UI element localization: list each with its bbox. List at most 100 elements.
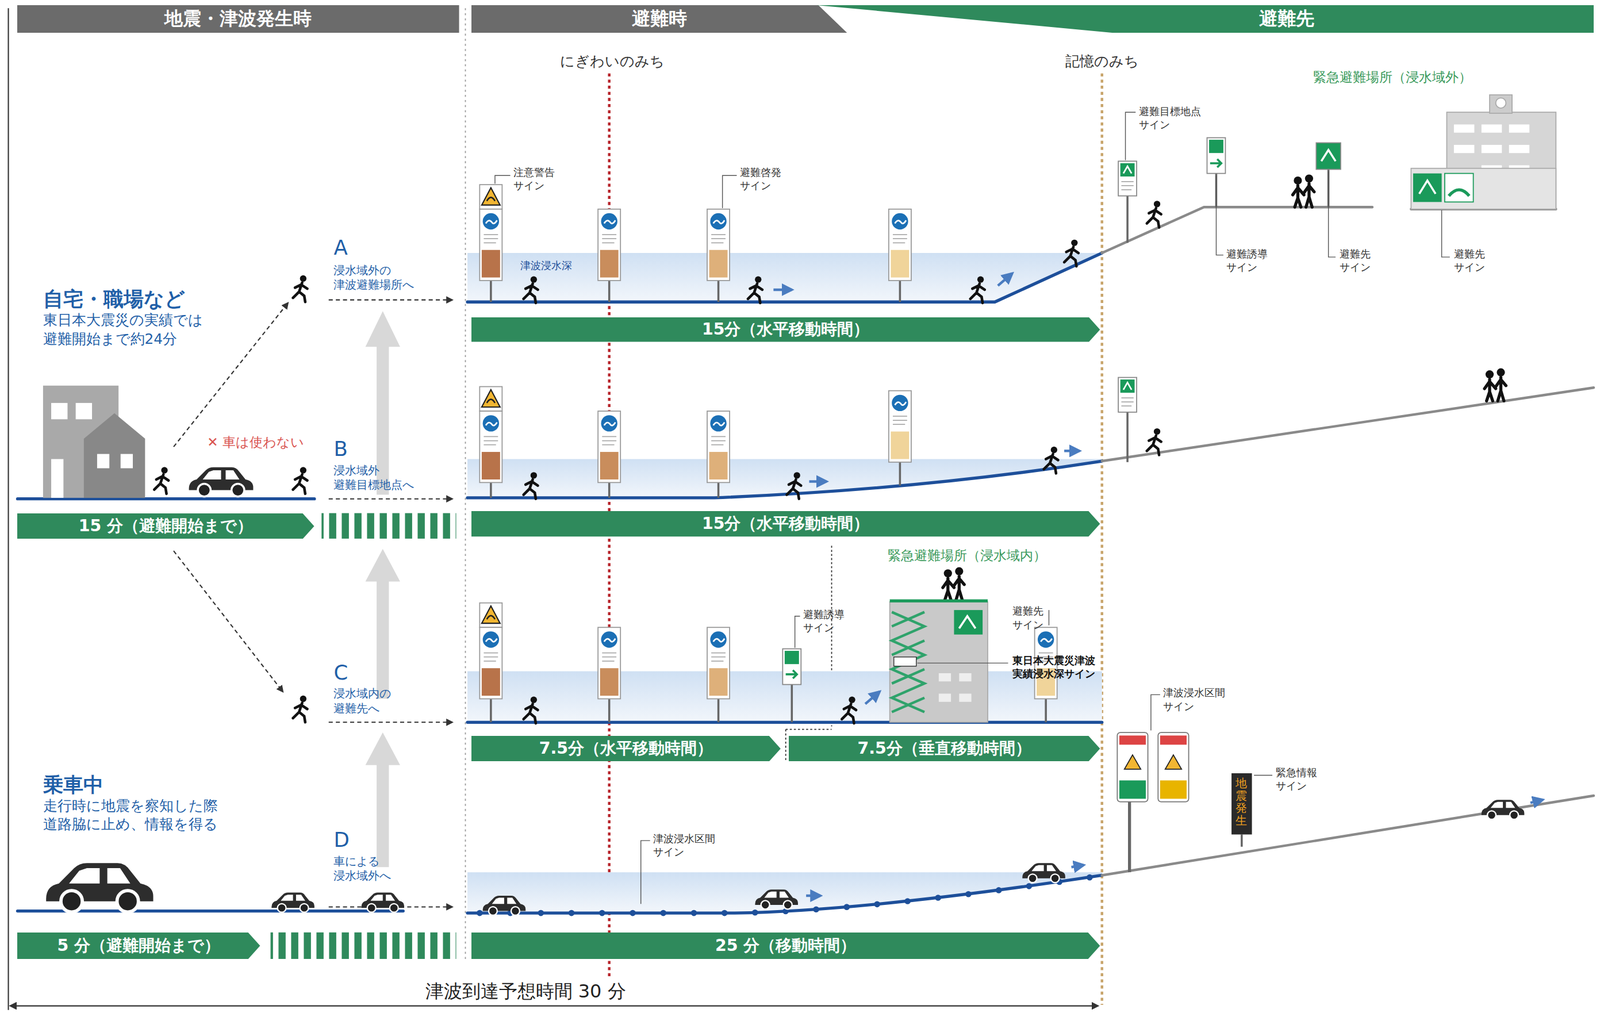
signs-part (1315, 142, 1341, 170)
label: 避難先 サイン (1453, 247, 1486, 275)
shelter-outside-part (1413, 173, 1442, 203)
people-and-cars-part (1146, 428, 1162, 455)
people-and-cars-part (293, 695, 308, 723)
band-text: 5 分（避難開始まで） (57, 934, 221, 957)
band-text: 25 分（移動時間） (715, 934, 857, 957)
motion-arrows-part (865, 691, 880, 704)
label: B (333, 435, 348, 463)
signs-part (597, 411, 621, 483)
band-fill (471, 511, 1100, 537)
label: 避難誘導 サイン (803, 608, 845, 635)
label: 注意警告 サイン (513, 166, 555, 193)
frame-lines-part (7, 8, 9, 1010)
sign-posts-part (717, 482, 720, 498)
road-signs-part (1157, 732, 1189, 803)
ground-lines-part (1102, 206, 1373, 253)
shelter-outside-part (1410, 168, 1556, 210)
people-and-cars-part (361, 892, 405, 913)
road-signs-part (1165, 754, 1182, 770)
header-band: 避難先 (816, 5, 1594, 33)
people-and-cars-part (970, 276, 985, 303)
leader-lines-part (917, 662, 1009, 664)
leader-lines-part (641, 840, 651, 904)
label: 緊急避難場所（浸水域外） (1313, 68, 1472, 86)
shelter-inside-part (889, 599, 988, 602)
label: 車による 浸水域外へ (333, 854, 391, 884)
band-fill (17, 5, 460, 33)
people-and-cars-part (523, 472, 539, 499)
road-signs-part (1119, 780, 1146, 799)
dashed-arrows-part (328, 299, 453, 301)
ground-lines-part (467, 252, 1103, 302)
people-and-cars-part (754, 889, 798, 909)
people-and-cars-part (1044, 446, 1059, 474)
route-arrows (365, 311, 401, 867)
label: 避難誘導 サイン (1226, 247, 1268, 275)
people-and-cars-part (1292, 174, 1315, 207)
house-part (75, 403, 92, 420)
label: 津波到達予想時間 30 分 (421, 979, 630, 1004)
band-text: 15 分（避難開始まで） (78, 515, 253, 537)
water-part (467, 872, 1103, 912)
people-and-cars-part (841, 696, 857, 724)
people-and-cars-part (293, 275, 308, 302)
road-signs (1117, 732, 1252, 835)
shelter-inside-part (953, 609, 983, 635)
leader-lines-part (1150, 694, 1161, 731)
time-bar: 15 分（避難開始まで） (17, 513, 314, 539)
signs-part (785, 670, 798, 679)
ground-lines-part (467, 875, 1103, 913)
shelter-inside-part (889, 601, 988, 723)
signs-part (479, 411, 502, 483)
sign-posts-part (791, 683, 794, 723)
signs-part (1206, 137, 1226, 174)
band-text: 避難時 (631, 6, 688, 32)
sign-posts-part (489, 698, 493, 723)
shelter-outside-part (1444, 173, 1474, 203)
shelter-inside-part (938, 673, 972, 702)
motion-arrows-part (808, 480, 827, 483)
band-text: 15分（水平移動時間） (701, 512, 870, 535)
band-fill (17, 513, 314, 539)
sign-posts-part (608, 280, 611, 302)
road-signs-part (1119, 735, 1146, 745)
road-signs-part (1160, 735, 1187, 745)
house-part (51, 403, 68, 420)
band-text: 避難先 (1259, 6, 1315, 32)
signs-part (888, 390, 912, 463)
time-span (10, 1004, 1099, 1007)
sign-posts-part (1127, 800, 1131, 873)
road-signs-part (1160, 780, 1187, 799)
house-part (97, 454, 110, 469)
ground-lines-part (467, 720, 1103, 724)
ground-lines-part (1102, 795, 1594, 876)
ground-lines-part (467, 461, 1103, 498)
leader-lines-part (722, 175, 738, 209)
band-fill (471, 5, 847, 33)
signs-part (1321, 150, 1336, 162)
sign-posts-part (489, 482, 493, 498)
header-band: 地震・津波発生時 (17, 5, 460, 33)
band-fill (17, 932, 260, 959)
band-shape (816, 5, 1594, 33)
band-fill (788, 735, 1100, 762)
sign-posts-part (1044, 698, 1047, 723)
leader-lines-part (795, 616, 801, 648)
leader-lines-part (1253, 774, 1273, 776)
motion-arrows-part (1530, 799, 1543, 803)
people-and-cars-part (942, 567, 965, 601)
time-bar: 15分（水平移動時間） (471, 511, 1100, 537)
label: 浸水域外の 津波避難場所へ (333, 263, 414, 293)
band-fill (471, 932, 1100, 959)
frame-lines-part (1100, 73, 1104, 1005)
route-arrows-part (365, 549, 401, 700)
frame-lines-part (785, 729, 787, 761)
road-signs-part (1231, 773, 1252, 835)
leader-lines-part (1215, 175, 1223, 255)
label: A (333, 234, 348, 262)
shelter-outside-part (1419, 180, 1436, 194)
time-bars-part (321, 513, 456, 539)
signs-part (479, 184, 502, 210)
house (43, 385, 145, 498)
